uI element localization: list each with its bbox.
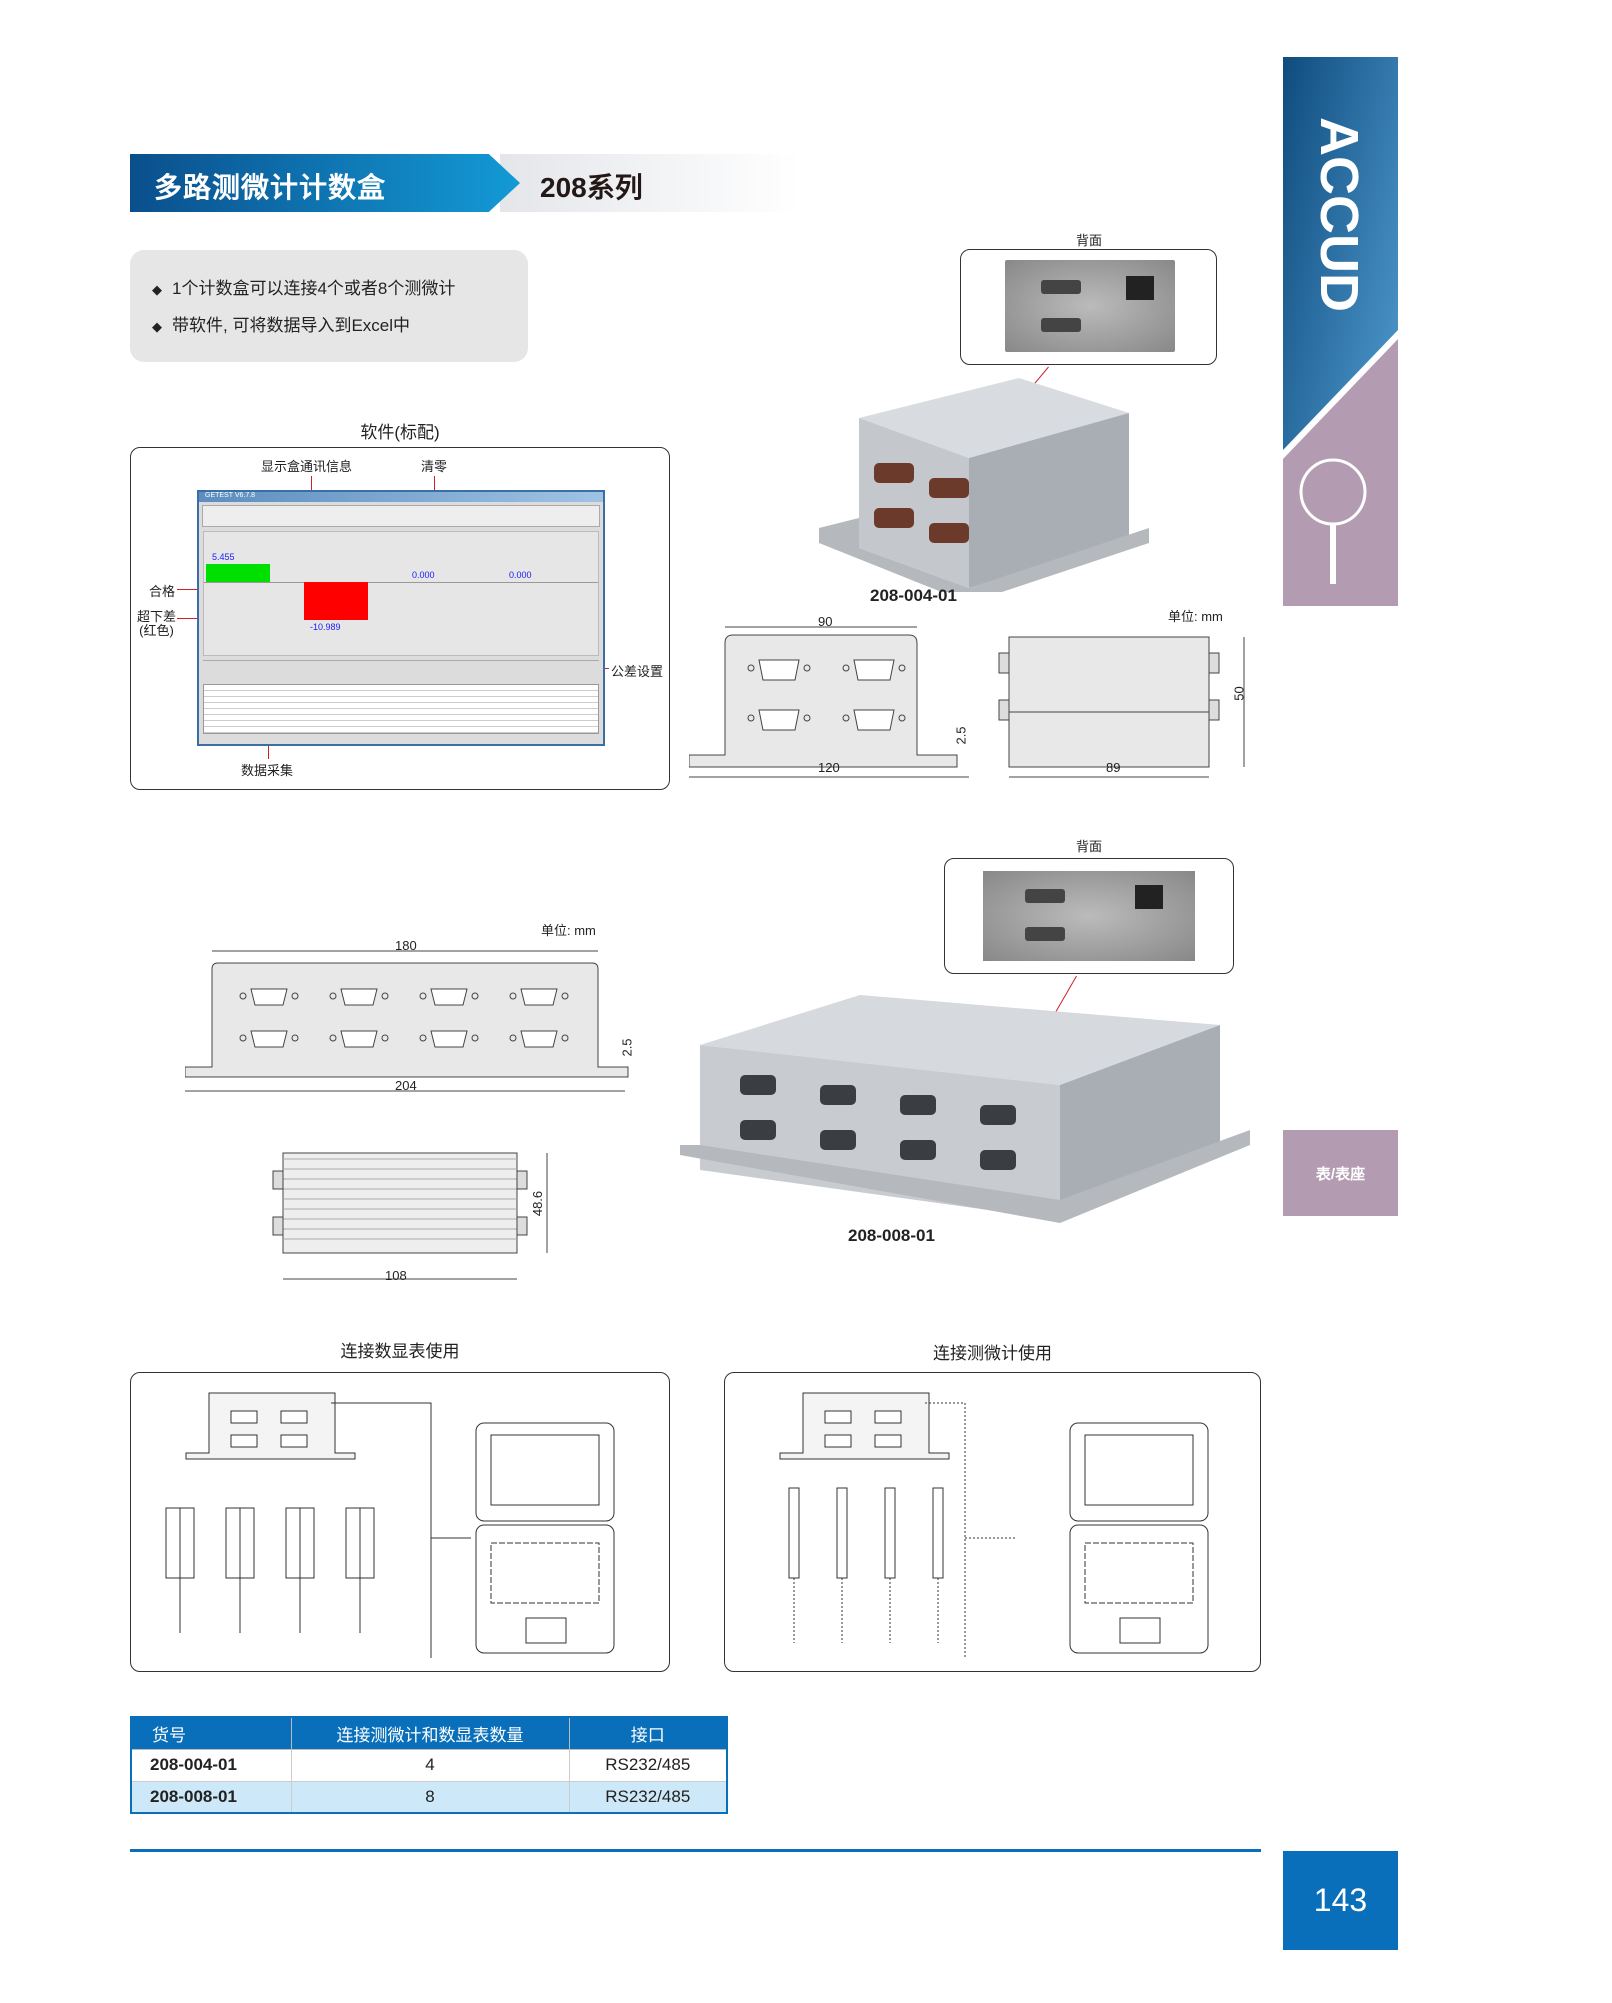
- reading-bar-pass: [206, 564, 270, 582]
- brand-logo: ACCUD: [1309, 117, 1369, 312]
- back-label-4: 背面: [1076, 233, 1103, 248]
- model-label-8: 208-008-01: [848, 1226, 935, 1245]
- page-title: 多路测微计计数盒: [154, 172, 387, 203]
- chart-area: 5.455 -10.989 0.000 0.000: [203, 531, 599, 656]
- dimension-drawing-8: [185, 950, 629, 1280]
- footer-divider: [130, 1849, 1261, 1852]
- back-panel-photo-4: [960, 249, 1217, 365]
- diamond-bullet-icon: ◆: [152, 319, 162, 334]
- spec-table: 货号 连接测微计和数显表数量 接口 208-004-01 4 RS232/485…: [130, 1716, 728, 1814]
- window-titlebar: GETEST V6.7.8: [199, 492, 603, 502]
- unit-label-8: 单位: mm: [541, 923, 596, 938]
- annotation-under-tolerance: 超下差 (红色): [137, 609, 177, 638]
- series-banner: 208系列: [500, 154, 800, 212]
- micrometer-connection-diagram: [779, 1392, 1209, 1658]
- usage-display-frame: [130, 1372, 670, 1672]
- display-connection-diagram: [165, 1392, 615, 1658]
- category-tab[interactable]: 表/表座: [1283, 1130, 1398, 1216]
- diamond-bullet-icon: ◆: [152, 282, 162, 297]
- back-panel-photo-8: [944, 858, 1234, 974]
- usage-display-caption: 连接数显表使用: [340, 1342, 460, 1361]
- back-label-8: 背面: [1076, 839, 1103, 854]
- model-label-4: 208-004-01: [870, 586, 957, 605]
- dimension-drawing-4: [689, 626, 1245, 778]
- annotation-tolerance: 公差设置: [611, 664, 664, 679]
- table-row: 208-004-01 4 RS232/485: [130, 1748, 728, 1782]
- feature-item: ◆带软件, 可将数据导入到Excel中: [152, 316, 411, 335]
- page-number: 143: [1283, 1851, 1398, 1950]
- annotation-comm-info: 显示盒通讯信息: [261, 459, 353, 474]
- title-banner: 多路测微计计数盒: [130, 154, 520, 212]
- usage-micrometer-caption: 连接测微计使用: [933, 1344, 1052, 1363]
- annotation-data-collect: 数据采集: [241, 763, 294, 778]
- software-caption: 软件(标配): [360, 423, 440, 442]
- series-title: 208系列: [540, 172, 643, 203]
- software-window: GETEST V6.7.8 5.455 -10.989 0.000 0.000: [197, 490, 605, 746]
- box-photo-4: [819, 378, 1149, 592]
- feature-item: ◆1个计数盒可以连接4个或者8个测微计: [152, 279, 456, 298]
- software-frame: 显示盒通讯信息 清零 合格 超下差 (红色) 公差设置 数据采集 GETEST …: [130, 447, 670, 790]
- usage-micrometer-frame: [724, 1372, 1261, 1672]
- brand-sidebar: ACCUD: [1283, 57, 1398, 606]
- table-row: 208-008-01 8 RS232/485: [130, 1780, 728, 1814]
- unit-label-4: 单位: mm: [1168, 609, 1223, 624]
- reading-bar-fail: [304, 582, 368, 620]
- table-header-row: 货号 连接测微计和数显表数量 接口: [130, 1716, 728, 1750]
- annotation-pass: 合格: [149, 584, 176, 599]
- data-log-table: [203, 684, 599, 734]
- annotation-zero: 清零: [421, 459, 448, 474]
- feature-box: ◆1个计数盒可以连接4个或者8个测微计 ◆带软件, 可将数据导入到Excel中: [130, 250, 528, 362]
- box-photo-8: [680, 995, 1250, 1223]
